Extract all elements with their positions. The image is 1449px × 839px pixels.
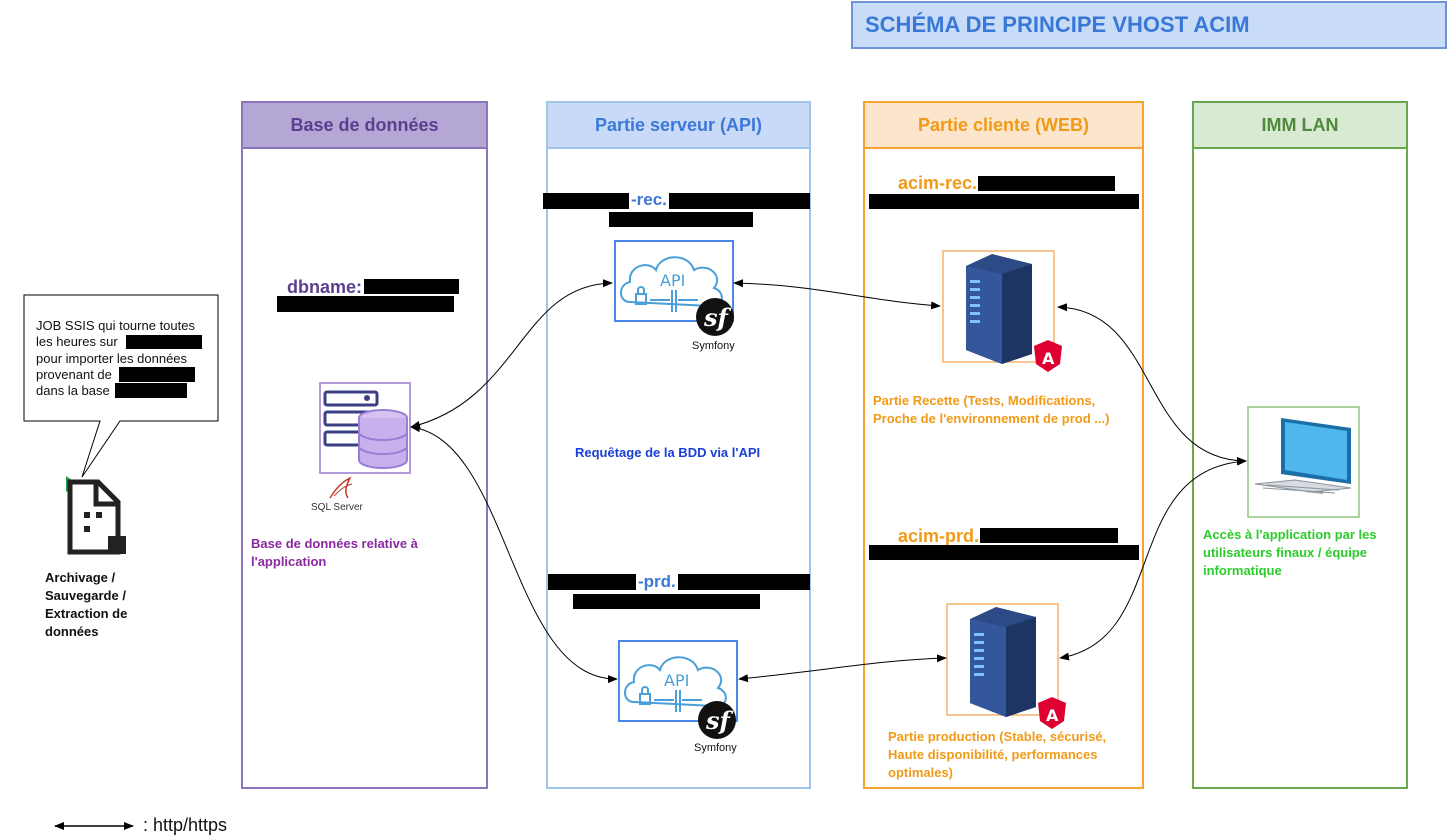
server-tower-icon-prd: A [946, 603, 1066, 729]
column-lan-header: IMM LAN [1192, 101, 1408, 149]
redaction [869, 194, 1139, 209]
symfony-label-rec: Symfony [692, 340, 735, 352]
connector-web-rec-lan [1057, 303, 1247, 465]
web-prd-host: acim-prd. [898, 526, 980, 546]
legend-label: : http/https [143, 815, 228, 835]
redaction [115, 383, 187, 398]
svg-text:A: A [1046, 706, 1059, 725]
web-rec-host: acim-rec. [898, 173, 978, 193]
document-icon [66, 476, 126, 555]
web-rec-description: Partie Recette (Tests, Modifications, Pr… [873, 393, 1110, 426]
connector-db-api-rec [410, 279, 613, 429]
desktop-computer-icon [1247, 406, 1360, 518]
database-description: Base de données relative à l'application [251, 536, 418, 569]
callout-line-4: provenant de [36, 367, 112, 382]
column-web-header: Partie cliente (WEB) [863, 101, 1144, 149]
database-server-icon [319, 382, 411, 474]
redaction [573, 594, 760, 609]
sqlserver-logo-icon [329, 476, 353, 499]
redaction [119, 367, 195, 382]
callout-line-2: les heures sur [36, 334, 118, 349]
svg-text:A: A [1042, 349, 1055, 368]
connector-db-api-prd [410, 424, 618, 684]
sqlserver-label: SQL Server [311, 502, 363, 513]
dbname-label: dbname: [287, 277, 363, 297]
web-prd-description: Partie production (Stable, sécurisé, Hau… [888, 729, 1107, 780]
redaction [609, 212, 753, 227]
callout-line-3: pour importer les données [36, 351, 188, 366]
redaction [978, 176, 1115, 191]
connector-web-prd-lan [1059, 457, 1247, 661]
redaction [277, 296, 454, 312]
api-rec-host: -rec. [629, 190, 669, 210]
column-database-header: Base de données [241, 101, 488, 149]
redaction [543, 193, 810, 209]
diagram-title: SCHÉMA DE PRINCIPE VHOST ACIM [851, 1, 1447, 49]
server-tower-icon-rec: A [942, 250, 1062, 372]
svg-text:API: API [664, 671, 689, 690]
svg-text:API: API [660, 271, 685, 290]
symfony-label-prd: Symfony [694, 742, 737, 754]
svg-text:sf: sf [703, 303, 732, 332]
redaction [126, 335, 202, 349]
api-query-text: Requêtage de la BDD via l'API [575, 445, 761, 460]
callout-line-1: JOB SSIS qui tourne toutes [36, 318, 195, 333]
api-prd-host: -prd. [636, 572, 678, 592]
archive-label: Archivage / Sauvegarde / Extraction de d… [45, 570, 128, 639]
svg-text:sf: sf [705, 706, 734, 735]
symfony-logo-icon: sf [696, 298, 734, 336]
callout-line-5: dans la base [36, 383, 110, 398]
connector-api-web-rec [733, 279, 941, 310]
symfony-logo-icon: sf [698, 701, 736, 739]
column-api-header: Partie serveur (API) [546, 101, 811, 149]
connector-api-web-prd [738, 654, 947, 683]
